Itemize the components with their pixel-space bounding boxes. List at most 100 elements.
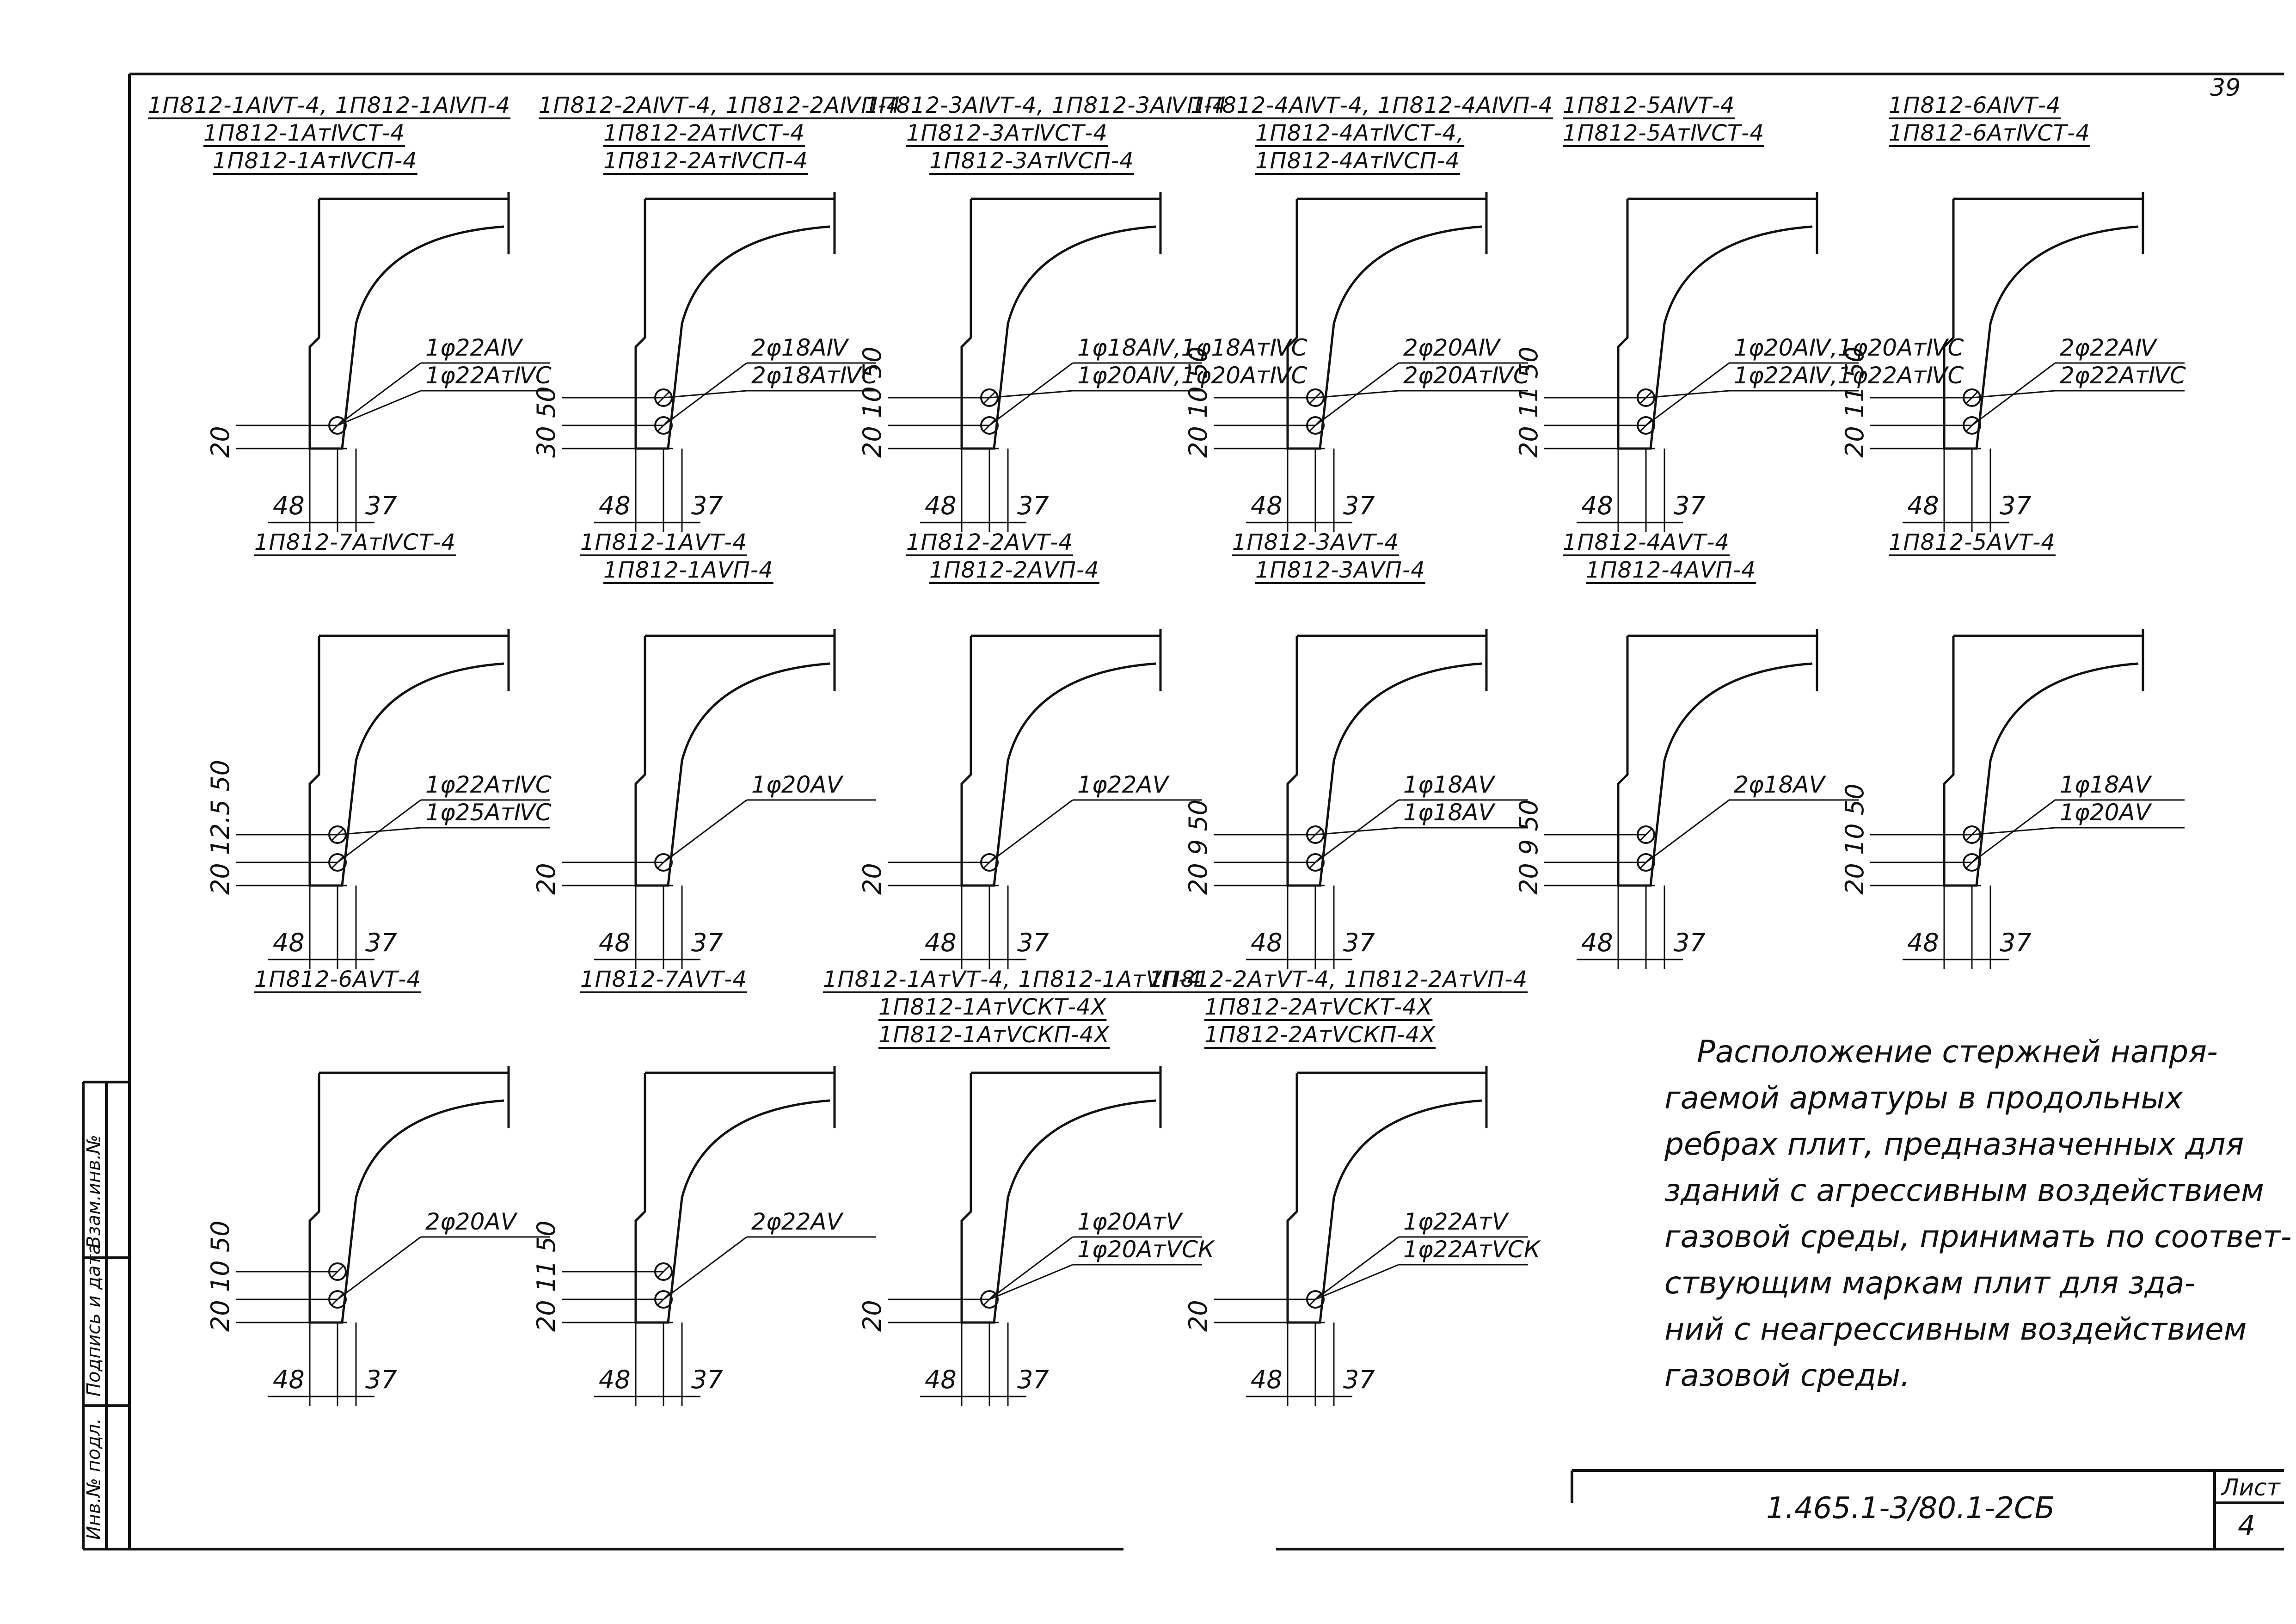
rib-profile	[634, 1066, 836, 1324]
plate-mark: 1П812-4АⅣТ-4, 1П812-4АⅣП-4	[1191, 92, 1553, 118]
rib-detail	[1870, 192, 2185, 532]
dimension-48: 48	[1251, 928, 1283, 957]
rebar-circle	[1306, 1290, 1325, 1309]
plate-mark: 1П812-1АⅤП-4	[603, 557, 774, 583]
rebar-label: 2φ18АтⅣС	[751, 362, 878, 389]
leader-line	[663, 1236, 747, 1300]
margin-label-inv-replace: Взам.инв.№	[83, 1134, 104, 1249]
rebar-circle	[980, 416, 999, 435]
rebar-label: 1φ25АтⅣС	[425, 799, 552, 826]
rebar-label: 1φ22АтⅣС	[425, 362, 552, 389]
dimension-vertical: 20	[532, 863, 561, 895]
rib-profile	[308, 192, 510, 450]
leader-line	[1645, 799, 1730, 863]
rebar-label: 2φ18АⅤ	[1734, 771, 1825, 798]
leader-line	[337, 390, 421, 426]
rebar-circle	[328, 1262, 347, 1281]
dimension-37: 37	[1674, 928, 1706, 957]
dimension-48: 48	[1251, 1365, 1283, 1394]
plate-mark: 1П812-4АⅤТ-4	[1563, 529, 1730, 555]
leader-line	[1971, 390, 2056, 399]
rib-detail	[1870, 629, 2185, 969]
plate-mark: 1П812-6АⅤТ-4	[254, 966, 421, 992]
dimension-lines	[562, 448, 700, 532]
dimension-vertical: 20 9 50	[1514, 799, 1543, 895]
leader-line	[1315, 1264, 1399, 1300]
dimension-48: 48	[599, 491, 631, 520]
plate-mark: 1П812-2АтⅤСКП-4Х	[1204, 1022, 1436, 1048]
rebar-label: 2φ20АтⅣС	[1403, 362, 1529, 389]
rebar-label: 1φ18АⅤ	[1403, 799, 1494, 826]
plate-mark: 1П812-3АⅣТ-4, 1П812-3АⅣП-4	[865, 92, 1228, 118]
rebar-label: 1φ18АⅤ	[2060, 771, 2151, 798]
dimension-37: 37	[1017, 491, 1049, 520]
dimension-lines	[562, 1322, 700, 1406]
plate-mark: 1П812-4АтⅣСТ-4,	[1255, 120, 1465, 146]
dimension-vertical: 20	[1184, 1300, 1213, 1332]
plate-mark: 1П812-1АтⅤСКТ-4Х	[878, 994, 1107, 1020]
plate-mark: 1П812-3АⅤТ-4	[1232, 529, 1399, 555]
dimension-37: 37	[365, 1365, 397, 1394]
leader-line	[1645, 390, 1730, 399]
plate-mark: 1П812-2АтⅣСТ-4	[603, 120, 805, 146]
dimension-48: 48	[273, 928, 305, 957]
rebar-hatch	[331, 1265, 344, 1279]
dimension-37: 37	[2000, 928, 2032, 957]
rebar-label: 2φ22АⅤ	[751, 1208, 842, 1235]
rebar-label: 1φ22АтⅤ	[1403, 1208, 1508, 1235]
plate-mark: 1П812-5АтⅣСТ-4	[1563, 120, 1764, 146]
rib-profile	[1943, 192, 2144, 450]
dimension-vertical: 20 11 50	[1514, 346, 1543, 458]
dimension-lines	[1870, 448, 2009, 532]
note-line: Расположение стержней напря-	[1697, 1034, 2218, 1070]
note-line: ний с неагрессивным воздействием	[1664, 1311, 2247, 1347]
plate-mark: 1П812-1АⅣТ-4, 1П812-1АⅣП-4	[148, 92, 511, 118]
plate-mark: 1П812-1АⅤТ-4	[580, 529, 747, 555]
rebar-label: 2φ22АтⅣС	[2060, 362, 2186, 389]
dimension-37: 37	[691, 1365, 723, 1394]
rebar-label: 1φ22АⅣ,1φ22АтⅣС	[1734, 362, 1964, 389]
rib-detail	[1214, 629, 1528, 969]
rib-profile	[1286, 192, 1488, 450]
rebar-circle	[1306, 416, 1325, 435]
plate-mark: 1П812-2АⅤТ-4	[906, 529, 1073, 555]
rib-profile	[960, 1066, 1162, 1324]
rebar-circle	[328, 853, 347, 872]
plate-mark: 1П812-1АтⅤСКП-4Х	[878, 1022, 1110, 1048]
note-line: зданий с агрессивным воздействием	[1664, 1173, 2264, 1208]
leader-line	[337, 1236, 421, 1300]
dimension-vertical: 20 10 50	[1840, 783, 1869, 895]
leader-line	[337, 827, 421, 836]
rib-profile	[960, 629, 1162, 887]
rib-profile	[634, 629, 836, 887]
dimension-37: 37	[365, 928, 397, 957]
dimension-37: 37	[691, 928, 723, 957]
dimension-lines	[1214, 885, 1352, 969]
rib-detail	[562, 192, 876, 532]
plate-mark: 1П812-2АⅤП-4	[929, 557, 1099, 583]
margin-label-signature-date: Подпись и дата	[83, 1243, 104, 1396]
dimension-vertical: 20 10 50	[858, 346, 887, 458]
rebar-circle	[328, 1290, 347, 1309]
sheet-label: Лист	[2222, 1474, 2280, 1501]
note-line: газовой среды.	[1664, 1358, 1910, 1393]
dimension-lines	[236, 1322, 374, 1406]
rebar-label: 1φ22АтⅣС	[425, 771, 552, 798]
plate-mark: 1П812-2АтⅣСП-4	[603, 148, 808, 174]
rebar-label: 1φ20АⅣ,1φ20АтⅣС	[1077, 362, 1308, 389]
leader-line	[663, 799, 747, 863]
dimension-vertical: 30 50	[532, 386, 561, 458]
dimension-48: 48	[1251, 491, 1283, 520]
corner-sheet-number: 39	[2210, 74, 2241, 102]
sheet-number: 4	[2238, 1510, 2256, 1542]
rebar-label: 1φ20АⅤ	[751, 771, 842, 798]
rib-profile	[1286, 629, 1488, 887]
rebar-circle	[1637, 853, 1655, 872]
dimension-48: 48	[273, 491, 305, 520]
rib-profile	[1617, 629, 1818, 887]
dimension-lines	[1870, 885, 2009, 969]
dimension-48: 48	[925, 491, 957, 520]
plate-mark: 1П812-1АтⅣСП-4	[213, 148, 417, 174]
dimension-48: 48	[599, 1365, 631, 1394]
